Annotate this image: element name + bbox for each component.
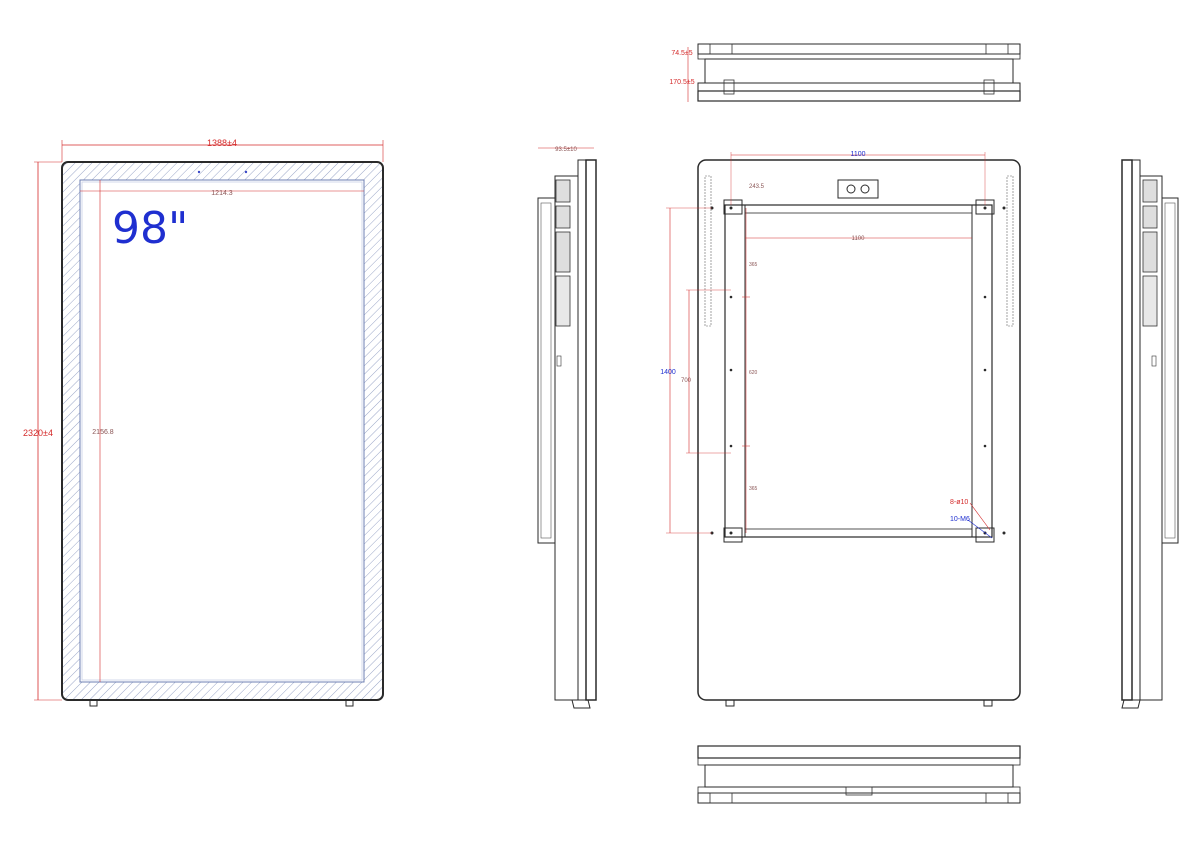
front-inner-height-label: 2156.8: [92, 429, 114, 436]
display-area: [79, 179, 365, 683]
rear-view: 1100 243.5 1100 1400 700 365 620 365 8-ø…: [660, 151, 1021, 707]
foot: [345, 699, 354, 707]
rear-height-label: 1400: [660, 369, 676, 376]
camera-dot: [197, 170, 201, 174]
rear-width-label: 1100: [850, 151, 865, 158]
front-height-label: 2320±4: [23, 428, 53, 438]
rear-seg1-label: 365: [749, 262, 758, 268]
front-width-label: 1388±4: [207, 138, 237, 148]
rear-seg2-label: 620: [749, 370, 758, 376]
screen-size-label: 98": [112, 203, 188, 254]
side-view-right: [1121, 159, 1179, 709]
bottom-view: [697, 745, 1021, 804]
mounting-frame: [724, 204, 993, 538]
foot: [89, 699, 98, 707]
rear-inner-height-label: 700: [681, 378, 692, 384]
front-inner-width-label: 1214.3: [211, 190, 233, 197]
side-view-left: 93.5±10: [537, 147, 597, 709]
rear-inner-width-label: 1100: [852, 236, 866, 242]
rear-outline: [697, 159, 1021, 701]
screw-count-label: 10-M6: [950, 516, 970, 523]
top-view: 74.5±5 170.5±5: [669, 43, 1021, 102]
rear-seg3-label: 365: [749, 486, 758, 492]
rear-top-offset-label: 243.5: [749, 184, 765, 190]
front-view: 1388±4 2320±4 1214.3 2156.8 98": [23, 138, 384, 707]
camera-dot: [244, 170, 248, 174]
connector-box: [837, 179, 879, 199]
hole-count-label: 8-ø10: [950, 499, 968, 506]
top-dim-lower-label: 170.5±5: [669, 79, 694, 86]
side-depth-label: 93.5±10: [555, 147, 577, 153]
top-dim-upper-label: 74.5±5: [671, 50, 692, 57]
